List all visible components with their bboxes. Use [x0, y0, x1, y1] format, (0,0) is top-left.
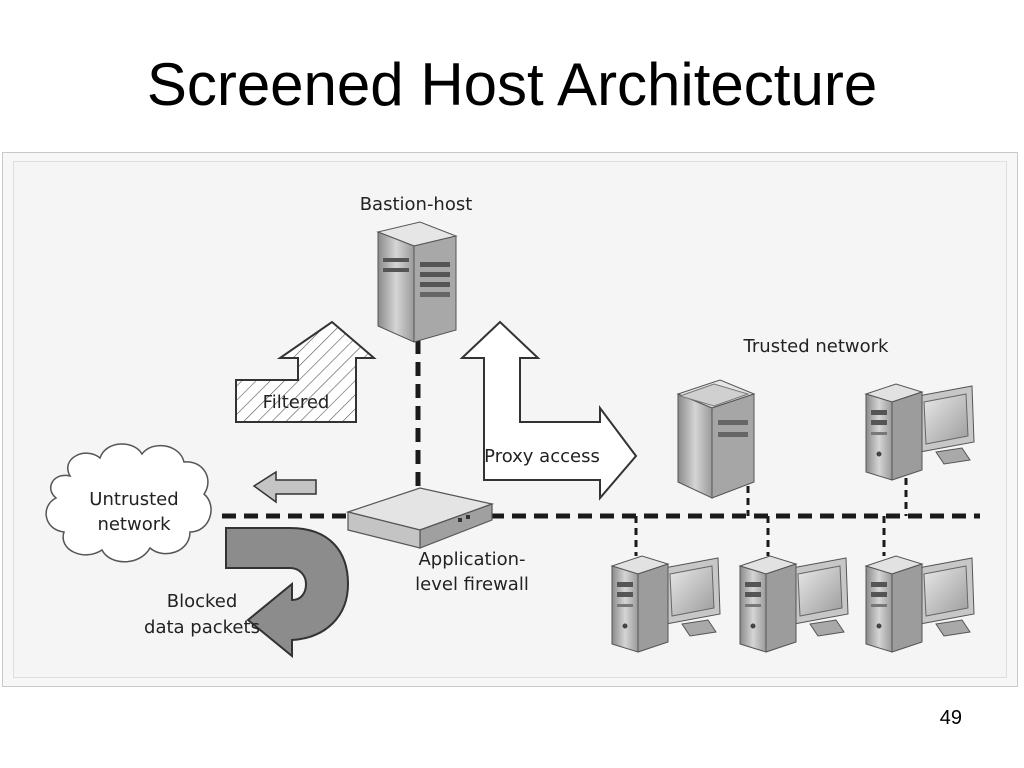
application-firewall-device-icon — [345, 487, 495, 549]
filtered-label: Filtered — [263, 392, 330, 413]
bastion-host-server-icon — [376, 221, 458, 343]
small-left-arrow-icon — [252, 470, 317, 504]
trusted-workstation-top-icon — [865, 383, 975, 481]
filtered-arrow-icon — [235, 320, 377, 423]
trusted-network-label: Trusted network — [743, 336, 889, 357]
untrusted-network-cloud-icon — [45, 443, 212, 563]
blocked-packets-label-line2: data packets — [144, 617, 260, 638]
workstation-3-icon — [865, 555, 975, 653]
slide-title: Screened Host Architecture — [146, 51, 878, 118]
untrusted-network-label-line1: Untrusted — [89, 489, 178, 510]
blocked-packets-u-turn-arrow-icon — [225, 527, 350, 659]
blocked-packets-label-line1: Blocked — [167, 591, 238, 612]
network-lines — [222, 340, 980, 519]
workstation-2-icon — [739, 555, 849, 653]
firewall-label-line1: Application- — [418, 549, 525, 570]
drop-lines — [634, 478, 908, 556]
untrusted-network-label-line2: network — [97, 514, 171, 535]
proxy-access-label: Proxy access — [484, 446, 600, 467]
proxy-access-arrow-icon — [459, 320, 638, 501]
bastion-host-label: Bastion-host — [360, 194, 473, 215]
trusted-server-icon — [676, 379, 756, 499]
workstation-1-icon — [611, 555, 721, 653]
firewall-label-line2: level firewall — [415, 574, 529, 595]
page-number: 49 — [939, 707, 962, 729]
